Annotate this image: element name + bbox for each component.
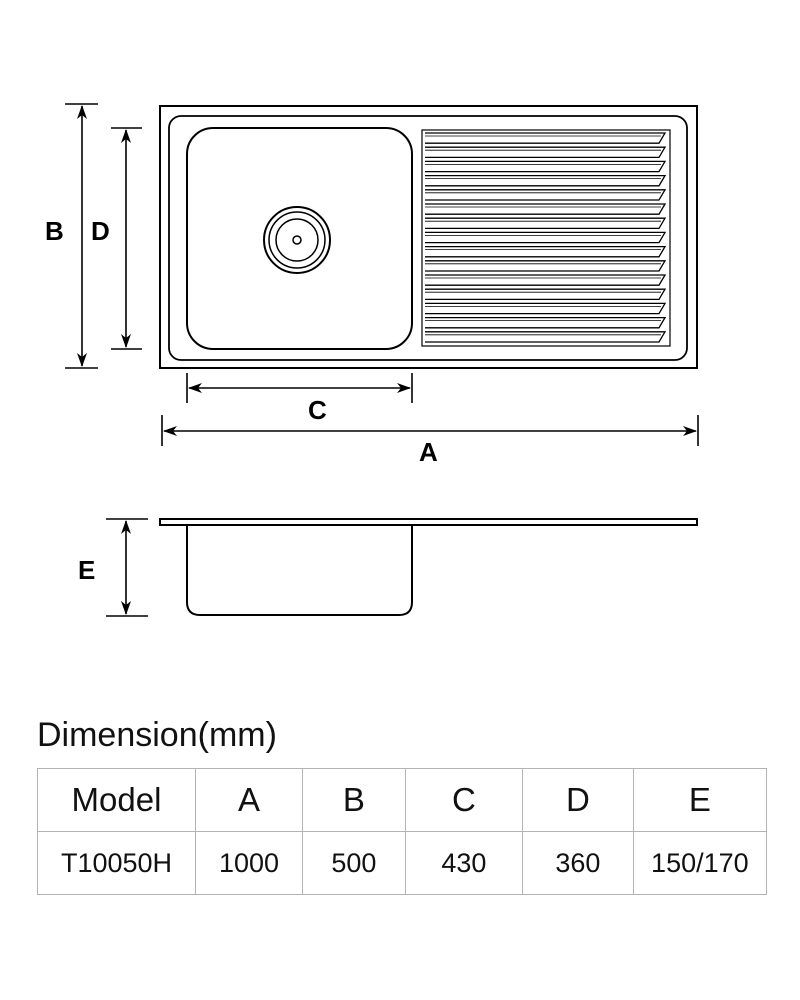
header-a: A	[194, 768, 303, 832]
drain-outer	[263, 206, 331, 274]
side-top-plate	[159, 518, 698, 526]
drainboard-groove	[425, 274, 667, 286]
drainboard-groove	[425, 302, 667, 315]
drainboard-border	[421, 129, 671, 347]
header-c: C	[404, 768, 524, 832]
dimension-table: Model A B C D E T10050H 1000 500 430 360…	[37, 768, 768, 895]
side-view	[159, 518, 698, 616]
drainboard-groove	[425, 260, 667, 272]
header-b: B	[301, 768, 406, 832]
dimension-title: Dimension(mm)	[37, 716, 277, 754]
drain-middle	[268, 211, 326, 269]
dim-b-label: B	[45, 216, 64, 246]
cell-c: 430	[404, 831, 524, 895]
drainboard-groove	[425, 160, 667, 173]
drain-hole	[292, 235, 302, 245]
top-view	[159, 105, 698, 369]
table-header-row: Model A B C D E	[37, 768, 768, 832]
dim-d-label: D	[91, 216, 110, 246]
cell-e: 150/170	[632, 831, 768, 895]
drainboard-groove	[425, 288, 667, 301]
sink-inner-rim	[168, 115, 688, 361]
sink-outer-rim	[159, 105, 698, 369]
dim-a-label: A	[419, 437, 438, 467]
drainboard-grooves	[421, 129, 671, 347]
cell-d: 360	[522, 831, 634, 895]
cell-a: 1000	[194, 831, 303, 895]
cell-model: T10050H	[37, 831, 196, 895]
header-e: E	[632, 768, 768, 832]
drain-inner	[275, 218, 319, 262]
side-bowl-profile	[186, 525, 413, 616]
sink-bowl	[186, 127, 413, 350]
drainboard-groove	[425, 231, 667, 244]
drainboard-groove	[425, 132, 667, 144]
dim-e-label: E	[78, 555, 95, 585]
drainboard-groove	[425, 316, 667, 329]
header-model: Model	[37, 768, 196, 832]
drainboard-groove	[425, 217, 667, 230]
drainboard-groove	[425, 174, 667, 187]
sink-drawing: B D C A E	[45, 103, 699, 617]
drainboard-groove	[425, 245, 667, 258]
drainboard-groove	[425, 146, 667, 159]
drainboard-groove	[425, 189, 667, 201]
drainboard-groove	[425, 331, 667, 343]
dim-c-label: C	[308, 395, 327, 425]
cell-b: 500	[301, 831, 406, 895]
drainboard-groove	[425, 203, 667, 215]
table-row: T10050H 1000 500 430 360 150/170	[37, 831, 768, 895]
dimension-lines	[65, 103, 699, 617]
header-d: D	[522, 768, 634, 832]
